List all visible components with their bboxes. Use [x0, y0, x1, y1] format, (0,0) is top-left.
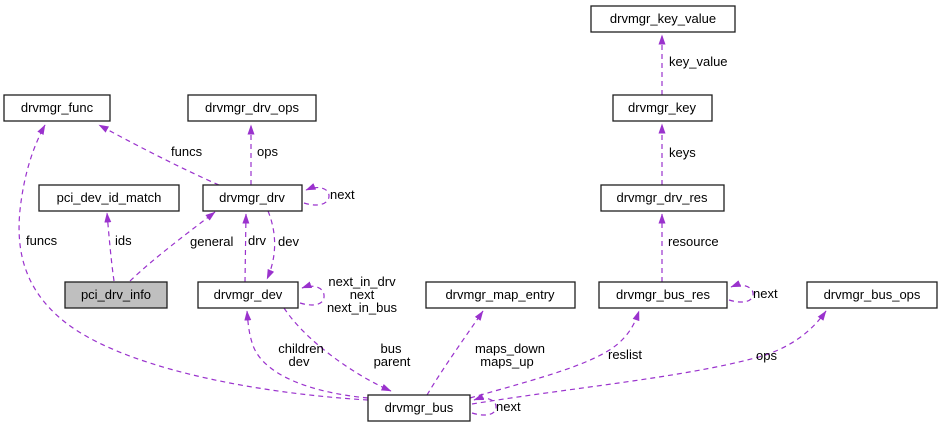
edge-bus-self-next: [471, 393, 497, 416]
edge-label-ids: ids: [115, 233, 132, 248]
edge-drv-to-dev: [266, 210, 276, 280]
edge-label-key-value: key_value: [669, 54, 728, 69]
node-label: drvmgr_drv_ops: [205, 100, 299, 115]
edge-labels: key_value keys resource ops funcs next d…: [26, 54, 778, 414]
edge-label-children-dev: dev: [289, 354, 310, 369]
node-drvmgr-drv[interactable]: drvmgr_drv: [202, 184, 303, 212]
node-label: drvmgr_drv_res: [616, 190, 708, 205]
edge-bus-to-busops: [471, 310, 827, 405]
node-label: pci_drv_info: [81, 287, 151, 302]
node-label: pci_dev_id_match: [57, 190, 162, 205]
edge-label-maps-down: maps_down: [475, 341, 545, 356]
node-label: drvmgr_drv: [219, 190, 285, 205]
node-label: drvmgr_bus_res: [616, 287, 710, 302]
node-label: drvmgr_bus_ops: [824, 287, 921, 302]
edge-label-next-drv: next: [330, 187, 355, 202]
edge-label-general: general: [190, 234, 233, 249]
edge-label-funcs-drv: funcs: [171, 144, 203, 159]
edge-bus-to-dev: [244, 310, 369, 399]
node-drvmgr-key[interactable]: drvmgr_key: [612, 94, 713, 122]
node-drvmgr-bus-res[interactable]: drvmgr_bus_res: [598, 281, 728, 309]
edge-drv-self-next: [303, 183, 330, 206]
node-label: drvmgr_dev: [214, 287, 283, 302]
edge-bus-to-func: [18, 124, 369, 401]
node-label: drvmgr_key: [628, 100, 696, 115]
edge-label-next-in-bus: next_in_bus: [327, 300, 398, 315]
node-drvmgr-drv-res[interactable]: drvmgr_drv_res: [600, 184, 725, 212]
node-drvmgr-bus-ops[interactable]: drvmgr_bus_ops: [806, 281, 938, 309]
edge-dev-to-bus: [283, 307, 392, 392]
node-drvmgr-func[interactable]: drvmgr_func: [3, 94, 111, 122]
node-drvmgr-dev[interactable]: drvmgr_dev: [197, 281, 299, 309]
edge-label-maps-up: maps_up: [480, 354, 533, 369]
edge-busres-self-next: [728, 280, 754, 303]
nodes: drvmgr_key_value drvmgr_func drvmgr_drv_…: [3, 5, 938, 422]
node-label: drvmgr_key_value: [610, 11, 716, 26]
edge-label-next-in-drv: next_in_drv: [328, 274, 396, 289]
node-drvmgr-map-entry[interactable]: drvmgr_map_entry: [425, 281, 576, 309]
edge-label-drv: drv: [248, 233, 267, 248]
edge-label-dev: dev: [278, 234, 299, 249]
edge-label-next-busres: next: [753, 286, 778, 301]
node-label: drvmgr_func: [21, 100, 94, 115]
edge-label-ops-drv: ops: [257, 144, 278, 159]
edges: [18, 34, 827, 416]
edge-label-reslist: reslist: [608, 347, 642, 362]
edge-bus-to-mapentry: [426, 310, 484, 396]
edge-dev-to-drv: [242, 213, 250, 283]
edge-label-resource: resource: [668, 234, 719, 249]
node-drvmgr-bus[interactable]: drvmgr_bus: [367, 394, 471, 422]
node-pci-drv-info: pci_drv_info: [64, 281, 168, 309]
node-drvmgr-key-value[interactable]: drvmgr_key_value: [590, 5, 736, 33]
edge-label-bus: bus: [381, 341, 402, 356]
edge-label-parent: parent: [374, 354, 411, 369]
node-label: drvmgr_map_entry: [445, 287, 555, 302]
edge-label-next-bus: next: [496, 399, 521, 414]
edge-label-funcs-bus: funcs: [26, 233, 58, 248]
edge-dev-self-next: [299, 281, 325, 306]
edge-label-keys: keys: [669, 145, 696, 160]
edge-pcidrvinfo-to-idmatch: [104, 212, 115, 282]
edge-label-children: children: [278, 341, 324, 356]
edge-drv-to-func: [98, 124, 220, 186]
edge-label-next-dev: next: [350, 287, 375, 302]
edge-pcidrvinfo-to-drv: [129, 211, 216, 282]
node-label: drvmgr_bus: [385, 400, 454, 415]
edge-label-ops-bus: ops: [756, 348, 777, 363]
node-drvmgr-drv-ops[interactable]: drvmgr_drv_ops: [187, 94, 317, 122]
node-pci-dev-id-match[interactable]: pci_dev_id_match: [38, 184, 180, 212]
